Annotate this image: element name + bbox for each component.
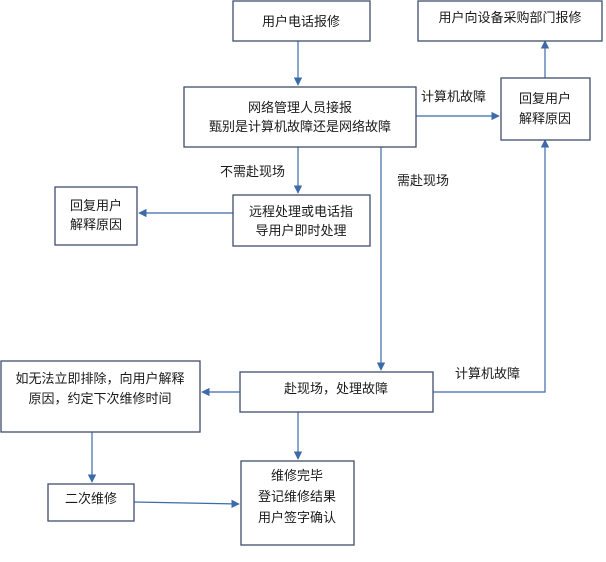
node-second-repair: 二次维修 [47, 483, 135, 522]
nodes: 用户电话报修 用户向设备采购部门报修 网络管理人员接报 甄别是计算机故障还是网络… [0, 0, 603, 546]
node-reply-user-right: 回复用户 解释原因 [500, 77, 591, 141]
node-purchase-dept: 用户向设备采购部门报修 [417, 0, 603, 42]
svg-text:回复用户: 回复用户 [70, 198, 122, 214]
svg-text:远程处理或电话指: 远程处理或电话指 [249, 205, 353, 220]
svg-text:维修完毕: 维修完毕 [271, 469, 323, 484]
edge-onsite-to-reply-right [433, 139, 550, 393]
node-user-call: 用户电话报修 [232, 0, 371, 42]
node-network-admin-line-1: 网络管理人员接报 [248, 100, 352, 116]
edges [87, 40, 550, 509]
svg-text:用户电话报修: 用户电话报修 [262, 14, 340, 30]
node-user-call-line-1: 用户电话报修 [262, 14, 340, 30]
edge-second-to-repair-done [133, 499, 240, 509]
node-remote-handle-line-2: 导用户即时处理 [255, 223, 346, 239]
node-reply-user-right-line-2: 解释原因 [519, 112, 571, 127]
node-repair-done-line-3: 用户签字确认 [258, 510, 336, 526]
node-network-admin: 网络管理人员接报 甄别是计算机故障还是网络故障 [183, 86, 417, 148]
label-computer-fault-top: 计算机故障 [421, 90, 486, 105]
node-remote-handle: 远程处理或电话指 导用户即时处理 [232, 194, 371, 247]
svg-text:赴现场，处理故障: 赴现场，处理故障 [284, 382, 388, 397]
node-cannot-fix-line-1: 如无法立即排除，向用户解释 [15, 371, 184, 387]
node-purchase-dept-line-1: 用户向设备采购部门报修 [438, 10, 581, 26]
node-cannot-fix-line-2: 原因，约定下次维修时间 [28, 391, 171, 407]
svg-text:用户向设备采购部门报修: 用户向设备采购部门报修 [438, 10, 581, 26]
svg-text:原因，约定下次维修时间: 原因，约定下次维修时间 [28, 391, 171, 407]
node-repair-done-line-2: 登记维修结果 [258, 490, 336, 505]
node-onsite-line-1: 赴现场，处理故障 [284, 382, 388, 397]
svg-text:网络管理人员接报: 网络管理人员接报 [248, 100, 352, 116]
node-second-repair-line-1: 二次维修 [65, 491, 117, 507]
edge-labels: 计算机故障 不需赴现场 需赴现场 计算机故障 [220, 90, 520, 382]
svg-text:解释原因: 解释原因 [70, 218, 122, 233]
svg-text:解释原因: 解释原因 [519, 112, 571, 127]
label-computer-fault-bottom: 计算机故障 [455, 367, 520, 382]
node-cannot-fix: 如无法立即排除，向用户解释 原因，约定下次维修时间 [0, 360, 201, 433]
node-network-admin-line-2: 甄别是计算机故障还是网络故障 [209, 119, 391, 135]
node-reply-user-right-line-1: 回复用户 [519, 91, 571, 107]
svg-text:如无法立即排除，向用户解释: 如无法立即排除，向用户解释 [15, 371, 184, 387]
svg-text:回复用户: 回复用户 [519, 91, 571, 107]
svg-text:用户签字确认: 用户签字确认 [258, 510, 336, 526]
svg-text:登记维修结果: 登记维修结果 [258, 490, 336, 505]
node-reply-user-left: 回复用户 解释原因 [54, 186, 138, 246]
node-reply-user-left-line-2: 解释原因 [70, 218, 122, 233]
svg-text:甄别是计算机故障还是网络故障: 甄别是计算机故障还是网络故障 [209, 119, 391, 135]
node-repair-done-line-1: 维修完毕 [271, 469, 323, 484]
label-need-onsite: 需赴现场 [397, 174, 449, 189]
node-repair-done: 维修完毕 登记维修结果 用户签字确认 [240, 460, 355, 546]
svg-text:导用户即时处理: 导用户即时处理 [255, 223, 346, 239]
node-remote-handle-line-1: 远程处理或电话指 [249, 205, 353, 220]
node-onsite: 赴现场，处理故障 [239, 371, 434, 413]
label-no-onsite: 不需赴现场 [220, 165, 285, 180]
svg-text:二次维修: 二次维修 [65, 491, 117, 507]
node-reply-user-left-line-1: 回复用户 [70, 198, 122, 214]
